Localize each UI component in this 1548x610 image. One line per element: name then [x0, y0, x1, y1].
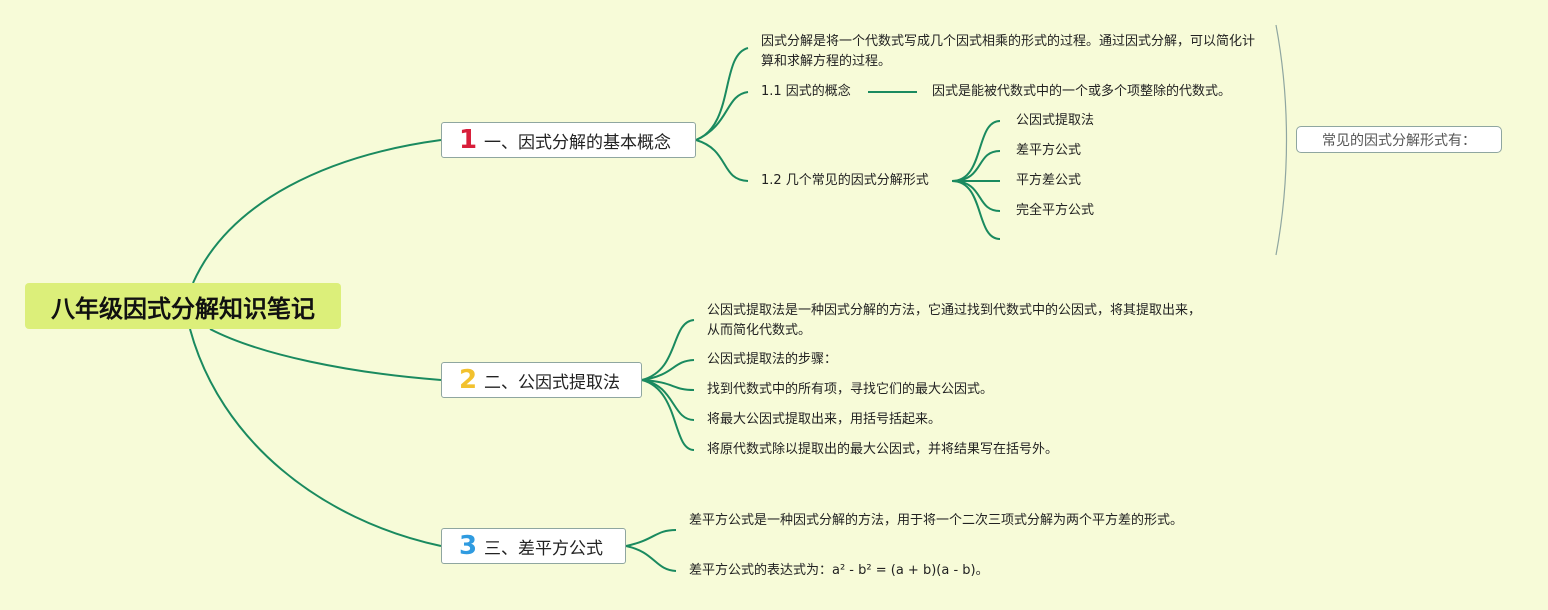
- summary-box[interactable]: 常见的因式分解形式有：: [1296, 126, 1502, 153]
- b3-to-item1: [625, 529, 677, 547]
- forms-to-f4: [951, 180, 1001, 212]
- b3-to-item2: [625, 545, 677, 572]
- root-topic[interactable]: 八年级因式分解知识笔记: [25, 283, 341, 329]
- branch-common-factor[interactable]: 2 二、公因式提取法: [441, 362, 642, 398]
- root-to-branch-1: [192, 139, 442, 284]
- forms-label[interactable]: 1.2 几个常见的因式分解形式: [761, 173, 929, 188]
- root-title: 八年级因式分解知识笔记: [51, 294, 315, 323]
- summary-text: 常见的因式分解形式有：: [1322, 132, 1476, 149]
- b2-item[interactable]: 将原代数式除以提取出的最大公因式，并将结果写在括号外。: [707, 442, 1059, 457]
- form-item[interactable]: 平方差公式: [1016, 173, 1082, 188]
- form-item[interactable]: 差平方公式: [1016, 143, 1082, 158]
- forms-to-f2: [951, 150, 1001, 182]
- form-item[interactable]: 完全平方公式: [1016, 203, 1095, 218]
- number-two-icon: 2: [458, 365, 478, 395]
- branch-difference-squares[interactable]: 3 三、差平方公式: [441, 528, 626, 564]
- summary-bracket: [1275, 24, 1288, 256]
- b2-item[interactable]: 找到代数式中的所有项，寻找它们的最大公因式。: [707, 382, 994, 397]
- forms-to-f1: [951, 120, 1001, 182]
- concept-text[interactable]: 因式是能被代数式中的一个或多个项整除的代数式。: [932, 84, 1232, 99]
- number-three-icon: 3: [458, 531, 478, 561]
- b1-to-concept: [695, 91, 749, 141]
- concept-label[interactable]: 1.1 因式的概念: [761, 84, 851, 99]
- b2-to-item2: [641, 359, 695, 381]
- root-to-branch-3: [189, 328, 442, 547]
- b3-item[interactable]: 差平方公式的表达式为：a² - b² = (a + b)(a - b)。: [689, 563, 989, 578]
- b1-to-forms: [695, 139, 749, 182]
- branch-label: 一、因式分解的基本概念: [484, 132, 671, 153]
- branch-label: 三、差平方公式: [484, 538, 603, 559]
- b2-item[interactable]: 将最大公因式提取出来，用括号括起来。: [707, 412, 942, 427]
- root-to-branch-2: [209, 328, 442, 381]
- forms-to-f5: [951, 180, 1001, 240]
- b2-to-item1: [641, 319, 695, 381]
- b2-item[interactable]: 公因式提取法是一种因式分解的方法，它通过找到代数式中的公因式，将其提取出来，从而…: [707, 303, 1202, 338]
- b3-item[interactable]: 差平方公式是一种因式分解的方法，用于将一个二次三项式分解为两个平方差的形式。: [689, 513, 1184, 528]
- b2-to-item3: [641, 379, 695, 391]
- b2-item[interactable]: 公因式提取法的步骤：: [707, 352, 838, 367]
- b2-to-item4: [641, 379, 695, 421]
- branch-label: 二、公因式提取法: [484, 372, 620, 393]
- b2-to-item5: [641, 379, 695, 451]
- branch-basic-concepts[interactable]: 1 一、因式分解的基本概念: [441, 122, 696, 158]
- number-one-icon: 1: [458, 125, 478, 155]
- form-item[interactable]: 公因式提取法: [1016, 113, 1095, 128]
- definition-text[interactable]: 因式分解是将一个代数式写成几个因式相乘的形式的过程。通过因式分解，可以简化计算和…: [761, 34, 1256, 69]
